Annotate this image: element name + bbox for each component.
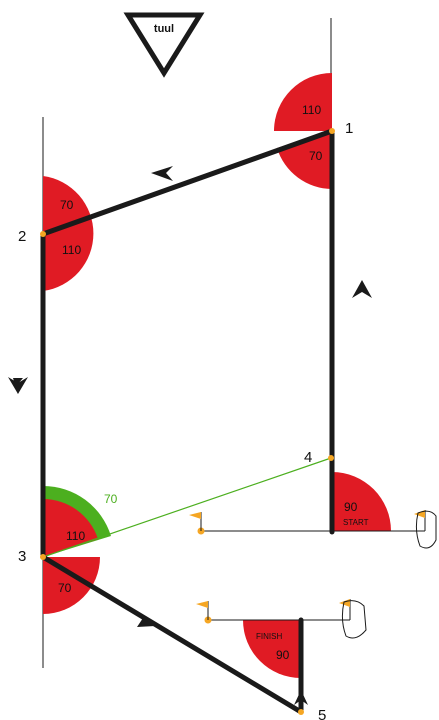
- leg-3-to-5: [40, 554, 304, 715]
- sector-mark2: [43, 176, 94, 291]
- arrow-up-small-icon: [294, 690, 308, 705]
- angle-m2-upper: 70: [60, 198, 74, 212]
- buoy-mark-2: [40, 231, 46, 237]
- finish-flag-icon: [196, 601, 208, 608]
- angle-m1-lower: 70: [309, 149, 323, 163]
- sector-mark3-lower: [43, 557, 100, 614]
- angle-sectors: [43, 73, 391, 678]
- finish-line: [196, 599, 367, 639]
- buoy-mark-4: [328, 455, 334, 461]
- angle-m1-upper: 110: [302, 103, 321, 117]
- committee-boat-icon: [415, 510, 437, 549]
- arrow-down-right-icon: [134, 613, 155, 627]
- mark-2-label: 2: [18, 228, 26, 245]
- sector-start: [332, 472, 391, 531]
- start-label: START: [343, 518, 369, 527]
- mark-3-label: 3: [18, 548, 26, 565]
- angle-m3-green: 70: [104, 492, 118, 506]
- buoy-mark-5: [298, 709, 304, 715]
- arrow-down-icon-fill: [8, 377, 28, 394]
- wind-label: tuul: [154, 23, 174, 35]
- buoy-mark-1: [329, 128, 335, 134]
- angle-finish: 90: [276, 648, 290, 662]
- angle-m3-inner: 110: [66, 529, 85, 543]
- finish-committee-flag-icon: [339, 599, 350, 607]
- start-flag-icon: [189, 512, 201, 519]
- angle-m2-lower: 110: [62, 243, 81, 257]
- start-line: [189, 510, 437, 549]
- mark-4-label: 4: [304, 449, 312, 466]
- mark-buoys: [40, 128, 335, 715]
- sector-mark1-upper: [274, 73, 332, 131]
- mark-1-label: 1: [345, 120, 353, 137]
- mark-5-label: 5: [318, 707, 326, 720]
- angle-m3-lower: 70: [58, 581, 72, 595]
- leg-1-to-2: [40, 128, 335, 237]
- arrow-up-icon: [352, 280, 372, 298]
- wind-triangle-icon: [123, 12, 205, 78]
- sector-finish: [243, 620, 301, 678]
- direction-arrows: [8, 166, 372, 705]
- buoy-mark-3: [40, 554, 46, 560]
- arrow-left-icon: [151, 166, 173, 181]
- layline-3-to-4: [42, 457, 332, 558]
- angle-start: 90: [344, 500, 358, 514]
- wind-indicator: tuul: [123, 12, 205, 78]
- finish-label: FINISH: [256, 632, 282, 641]
- finish-boat-icon: [341, 600, 367, 639]
